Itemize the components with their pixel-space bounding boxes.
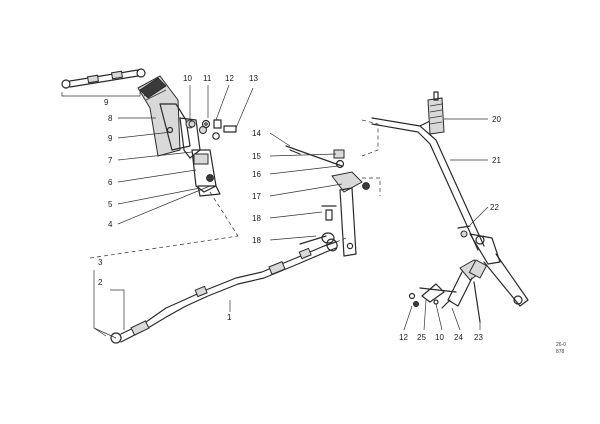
callout-16: 16 <box>252 170 261 179</box>
callout-12-top: 12 <box>225 74 234 83</box>
callout-9-top: 9 <box>104 98 109 107</box>
callout-7: 7 <box>108 156 113 165</box>
callout-22: 22 <box>490 203 499 212</box>
callout-13: 13 <box>249 74 258 83</box>
callout-15: 15 <box>252 152 261 161</box>
callout-10-top: 10 <box>183 74 192 83</box>
drawing-code-1: 26-0 <box>556 342 566 348</box>
callout-10-bottom: 10 <box>435 333 444 342</box>
long-linkage-rod <box>110 238 338 344</box>
callout-17: 17 <box>252 192 261 201</box>
callout-18-upper: 18 <box>252 214 261 223</box>
callout-23: 23 <box>474 333 483 342</box>
linkage-rod-small <box>61 68 146 89</box>
callout-3: 3 <box>98 258 103 267</box>
callout-18-lower: 18 <box>252 236 261 245</box>
callout-11: 11 <box>203 74 212 83</box>
drawing-code-2: 878 <box>556 349 565 355</box>
fasteners-10-13 <box>188 119 237 140</box>
callout-14: 14 <box>252 129 261 138</box>
pedal-arm-right <box>371 91 529 307</box>
callout-25: 25 <box>417 333 426 342</box>
callout-24: 24 <box>454 333 463 342</box>
callout-2: 2 <box>98 278 103 287</box>
callout-1: 1 <box>227 313 232 322</box>
callout-9-mid: 9 <box>108 134 113 143</box>
callout-8: 8 <box>108 114 113 123</box>
bracket-9 <box>61 92 141 97</box>
cylinder-assembly <box>408 259 488 323</box>
callout-6: 6 <box>108 178 113 187</box>
accelerator-pedal-assembly <box>137 75 221 197</box>
central-bracket <box>285 145 370 257</box>
callout-20: 20 <box>492 115 501 124</box>
callout-21: 21 <box>492 156 501 165</box>
callout-4: 4 <box>108 220 113 229</box>
callout-5: 5 <box>108 200 113 209</box>
callout-12-bottom: 12 <box>399 333 408 342</box>
